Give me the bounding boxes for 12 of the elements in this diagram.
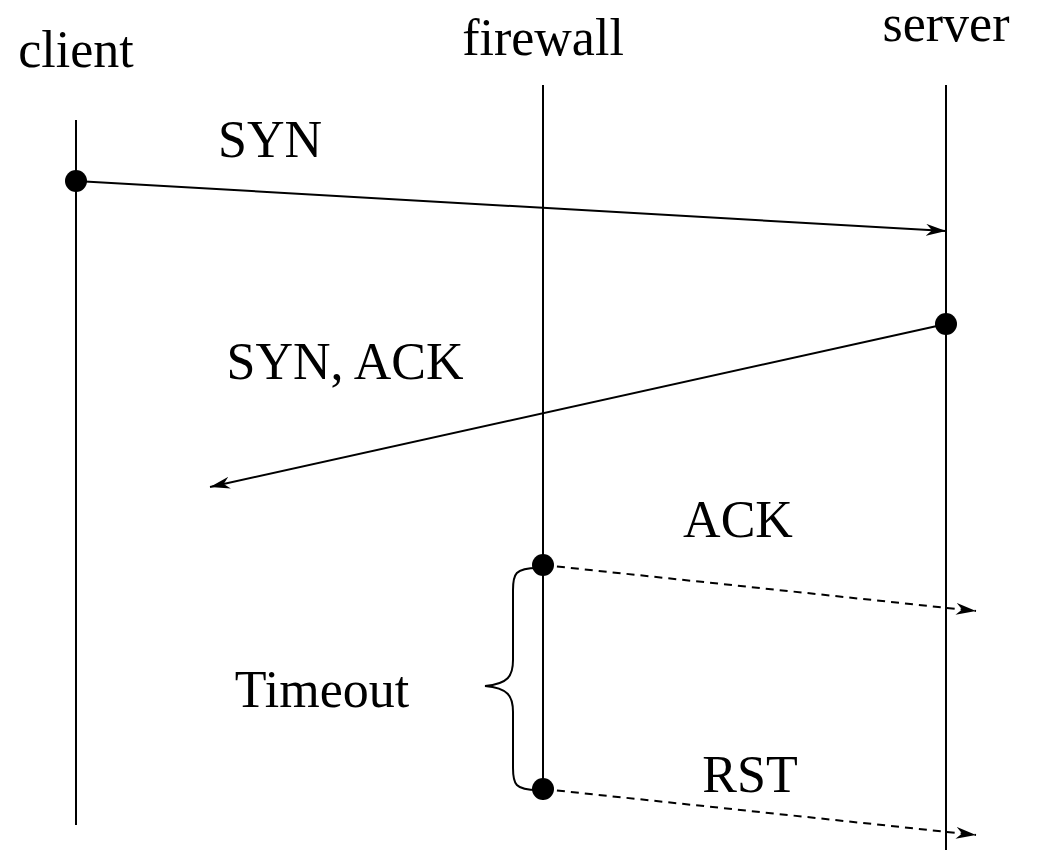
participant-label: server — [882, 0, 1010, 54]
message-arrow — [65, 170, 947, 236]
participant-label: client — [18, 20, 134, 80]
participant-label: firewall — [462, 8, 624, 68]
message-arrow — [209, 313, 957, 489]
message-arrow — [532, 778, 977, 839]
edge-label: SYN — [218, 110, 322, 170]
edge-label: RST — [702, 745, 798, 805]
edge-label: ACK — [683, 490, 793, 550]
message-arrow — [532, 554, 977, 615]
edge-label: SYN, ACK — [226, 332, 464, 392]
timeout-label: Timeout — [234, 660, 410, 720]
